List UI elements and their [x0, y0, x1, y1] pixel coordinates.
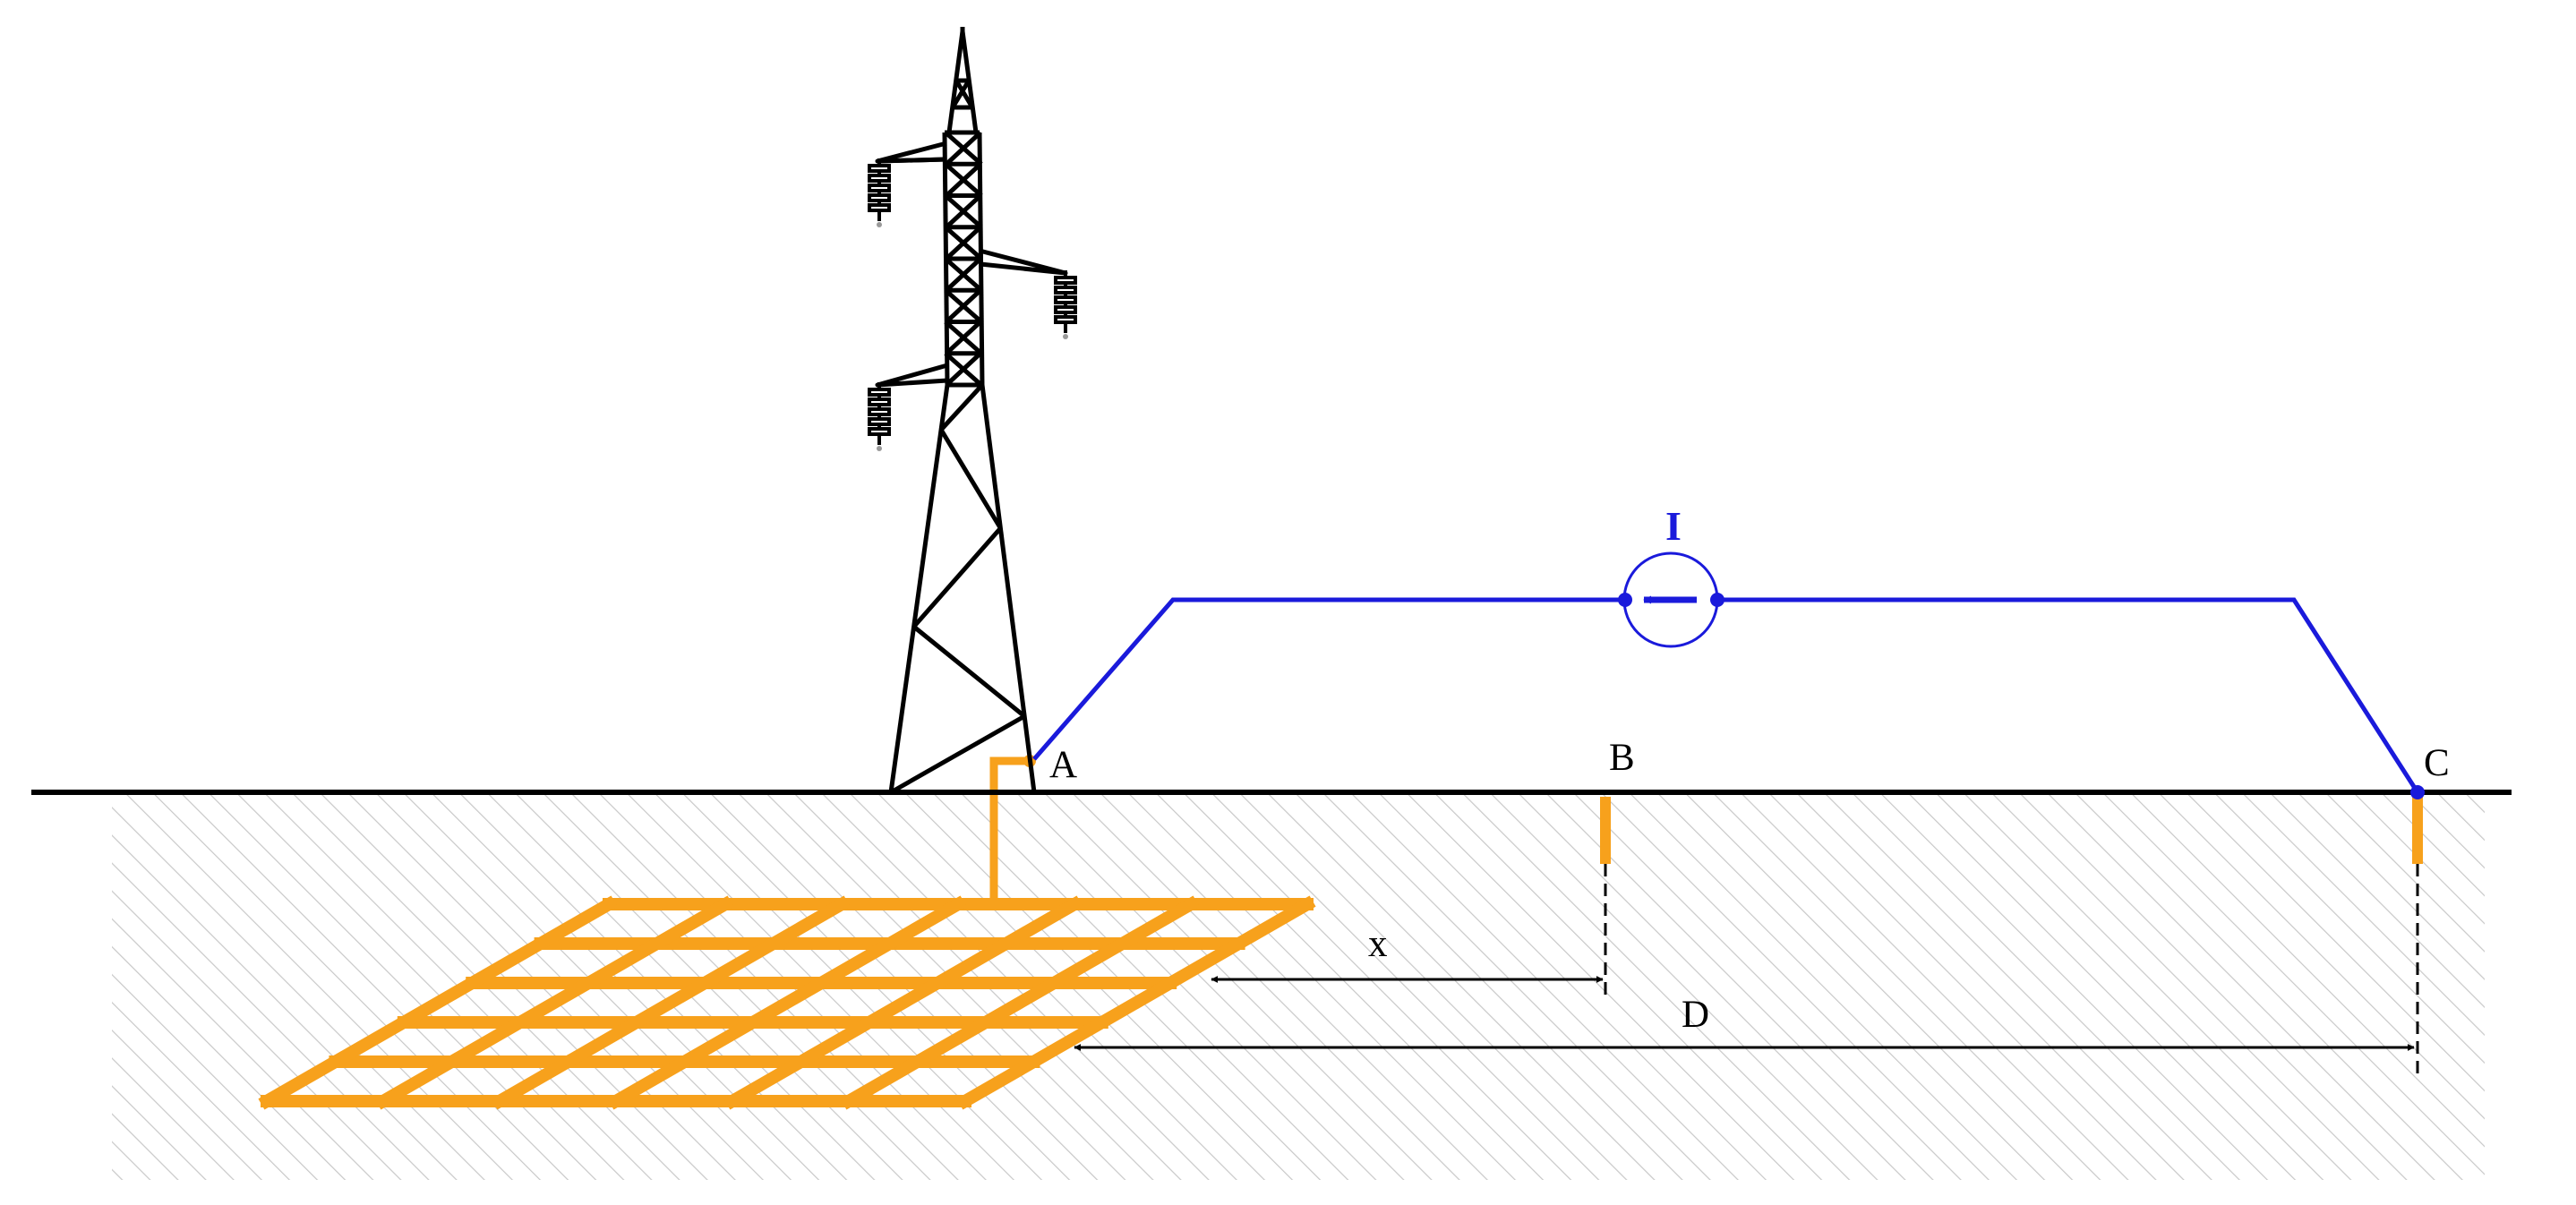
point-c-dot — [2410, 785, 2425, 799]
grid-conductor-column — [607, 895, 967, 1110]
label-distance-d: D — [1682, 994, 1709, 1036]
current-circuit-wire — [1032, 597, 1625, 761]
label-point-c: C — [2424, 742, 2450, 784]
grounding-grid — [258, 895, 1316, 1110]
label-point-a: A — [1049, 744, 1077, 786]
grid-conductor-column — [956, 895, 1316, 1110]
label-point-b: B — [1609, 737, 1635, 779]
insulator-left-upper — [868, 158, 891, 227]
current-source-node-right — [1710, 593, 1724, 607]
grid-conductor-column — [374, 895, 734, 1110]
label-distance-x: x — [1368, 923, 1388, 965]
grid-conductor-column — [840, 895, 1200, 1110]
label-current: I — [1665, 503, 1682, 549]
grid-riser-conductor — [989, 756, 1028, 899]
grid-conductor-column — [258, 895, 618, 1110]
grid-conductor-column — [491, 895, 851, 1110]
current-circuit-wire-right — [1717, 597, 2420, 794]
insulator-right — [1054, 270, 1077, 339]
grid-conductor-column — [723, 895, 1083, 1110]
insulator-left-lower — [868, 382, 891, 451]
transmission-tower — [875, 27, 1068, 795]
current-source-node-left — [1618, 593, 1632, 607]
